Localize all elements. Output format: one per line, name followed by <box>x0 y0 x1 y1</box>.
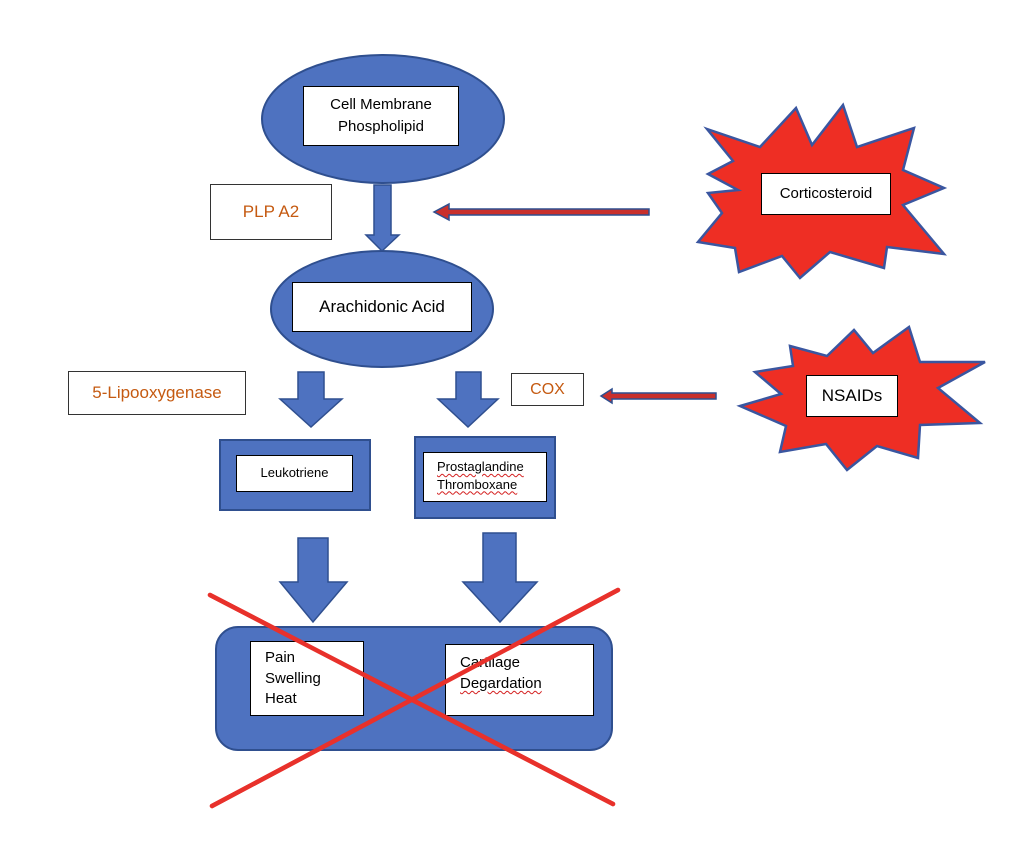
plp-a2-label: PLP A2 <box>210 184 332 240</box>
cartilage-label: Cartilage Degardation <box>445 644 594 716</box>
down-arrow-symptoms <box>278 537 349 624</box>
nsaids-inhibit-arrow <box>599 387 717 405</box>
lipooxygenase-text: 5-Lipooxygenase <box>92 382 222 402</box>
thromboxane-text: Thromboxane <box>437 476 518 492</box>
corticosteroid-label: Corticosteroid <box>761 173 891 215</box>
down-arrow-prostaglandine <box>436 371 500 429</box>
corticosteroid-inhibit-arrow <box>432 202 650 222</box>
lipooxygenase-label: 5-Lipooxygenase <box>68 371 246 415</box>
cox-label: COX <box>511 373 584 406</box>
membrane-label-line1: Cell Membrane <box>330 96 432 114</box>
degradation-text: Degardation <box>460 675 542 692</box>
symptom-pain: Pain <box>265 649 296 666</box>
membrane-label: Cell Membrane Phospholipid <box>303 86 459 146</box>
prostaglandine-text: Prostaglandine <box>437 459 524 474</box>
arachidonic-label: Arachidonic Acid <box>292 282 472 332</box>
prostaglandine-label: Prostaglandine Thromboxane <box>423 452 547 502</box>
nsaids-text: NSAIDs <box>821 385 883 405</box>
leukotriene-text: Leukotriene <box>260 465 329 481</box>
symptoms-label: Pain Swelling Heat <box>250 641 364 716</box>
membrane-label-line2: Phospholipid <box>338 118 424 135</box>
down-arrow-leukotriene <box>278 371 344 429</box>
leukotriene-label: Leukotriene <box>236 455 353 492</box>
symptom-swelling: Swelling <box>265 669 321 687</box>
cox-text: COX <box>530 380 565 398</box>
corticosteroid-text: Corticosteroid <box>779 185 873 203</box>
down-arrow-membrane <box>364 184 401 253</box>
arachidonic-text: Arachidonic Acid <box>319 296 445 316</box>
plp-a2-text: PLP A2 <box>242 201 300 221</box>
cartilage-text: Cartilage <box>460 654 521 671</box>
nsaids-label: NSAIDs <box>806 375 898 417</box>
down-arrow-cartilage <box>461 532 539 624</box>
symptom-heat: Heat <box>265 690 297 708</box>
